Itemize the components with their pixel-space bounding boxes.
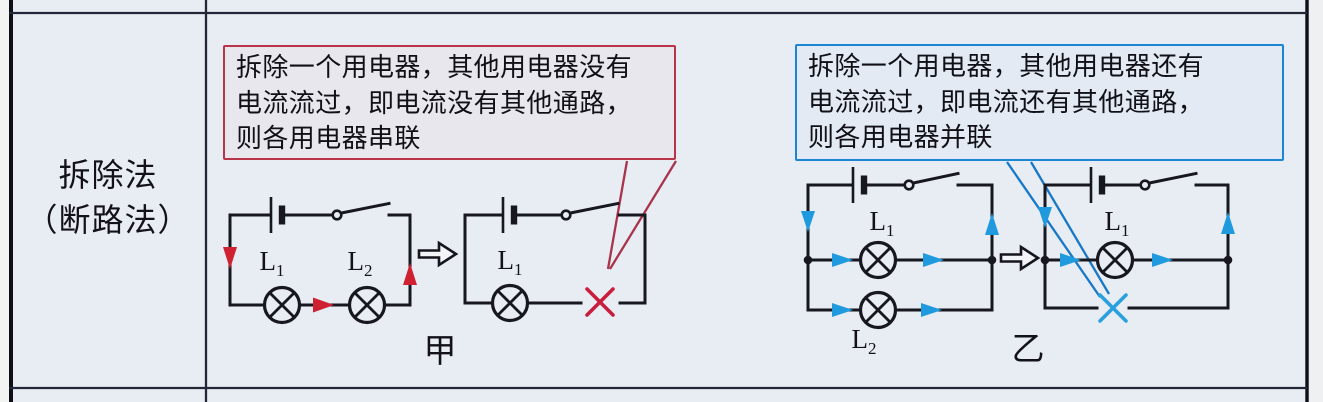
battery-icon <box>851 167 868 203</box>
row-header: 拆除法 （断路法） <box>25 153 190 243</box>
figure-caption-jia: 甲 <box>423 332 457 369</box>
lamp-label-L2: L2 <box>851 324 877 358</box>
junction-dot <box>987 255 997 265</box>
lamp-icon <box>347 285 387 325</box>
table-borders <box>9 0 1309 402</box>
lamp-icon <box>490 283 530 323</box>
lamp-label-L1: L1 <box>869 206 895 240</box>
junction-dot <box>1040 255 1050 265</box>
lamp-icon <box>262 285 302 325</box>
circuit-series-before <box>223 197 417 325</box>
row-header-line1: 拆除法 <box>58 157 158 193</box>
figure-caption-yi: 乙 <box>1011 330 1045 367</box>
current-arrow-icon <box>1038 207 1235 267</box>
callout-series: 拆除一个用电器，其他用电器没有 电流流过，即电流没有其他通路， 则各用电器串联 <box>223 45 676 160</box>
switch-icon <box>331 201 391 221</box>
lamp-label-L1: L1 <box>1104 206 1130 240</box>
page-margin-left <box>0 0 9 402</box>
circuit-parallel-after <box>1038 167 1235 323</box>
row-header-line2: （断路法） <box>25 202 191 238</box>
removed-cross-icon <box>1098 293 1128 323</box>
current-arrow-icon <box>801 211 999 317</box>
battery-icon <box>1089 167 1106 203</box>
lamp-label-L1: L1 <box>259 246 285 280</box>
current-arrow-icon <box>223 247 417 313</box>
lamp-icon <box>858 290 898 330</box>
callout-series-text: 拆除一个用电器，其他用电器没有 电流流过，即电流没有其他通路， 则各用电器串联 <box>236 52 633 153</box>
callout-parallel: 拆除一个用电器，其他用电器还有 电流流过，即电流还有其他通路， 则各用电器并联 <box>795 44 1284 161</box>
callout-parallel-text: 拆除一个用电器，其他用电器还有 电流流过，即电流还有其他通路， 则各用电器并联 <box>808 51 1205 152</box>
lamp-icon <box>858 240 898 280</box>
lamp-label-L1: L1 <box>497 245 523 279</box>
callout-pointer-parallel <box>1006 161 1110 298</box>
circuit-parallel-before <box>801 167 999 330</box>
double-arrow-icon <box>999 244 1041 272</box>
switch-icon <box>903 171 960 191</box>
removed-cross-icon <box>585 287 615 317</box>
circuit-series-after <box>463 197 647 323</box>
lamp-icon <box>1095 240 1135 280</box>
battery-icon <box>269 197 286 233</box>
lamp-label-L2: L2 <box>347 246 373 280</box>
switch-icon <box>1139 171 1198 191</box>
battery-icon <box>501 197 518 233</box>
junction-dot <box>1223 255 1233 265</box>
double-arrow-icon <box>417 240 459 268</box>
switch-icon <box>560 201 620 221</box>
page-margin-right <box>1310 0 1323 402</box>
junction-dot <box>803 255 813 265</box>
